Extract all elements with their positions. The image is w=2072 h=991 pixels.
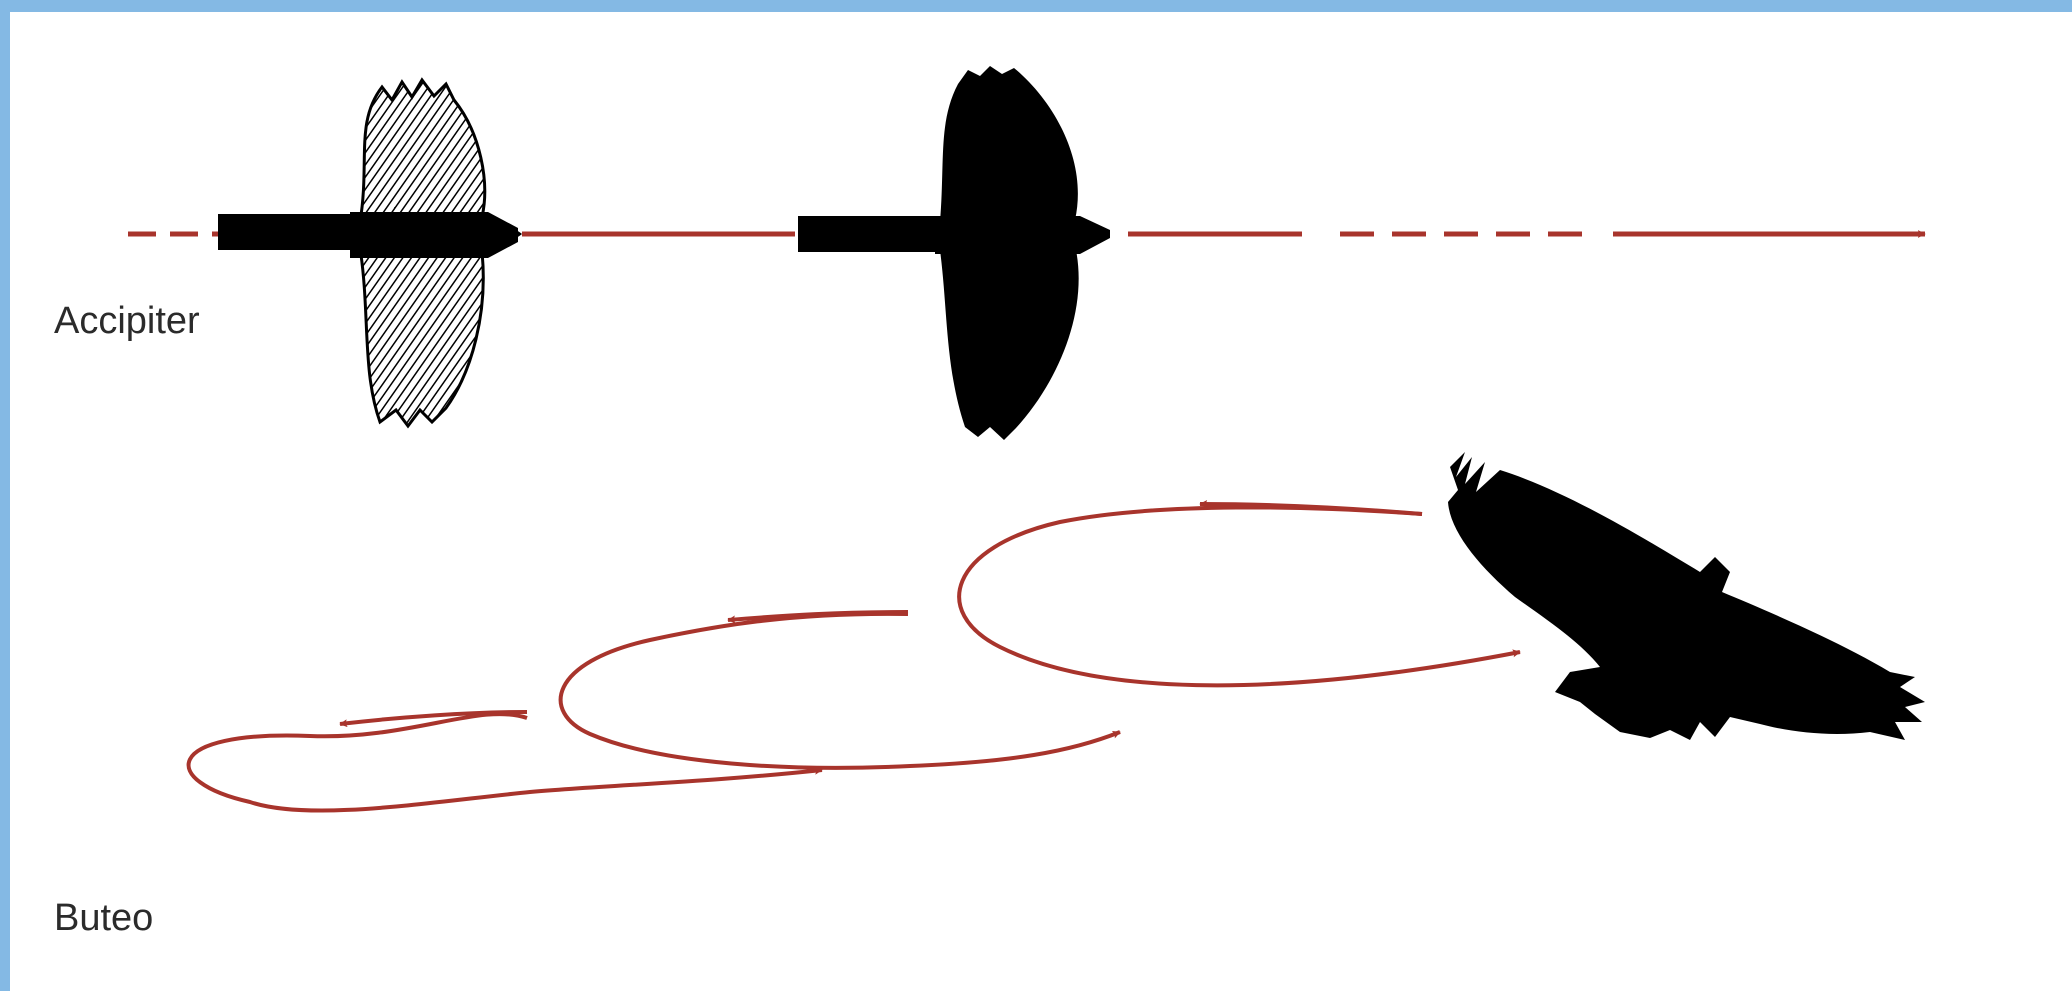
buteo-loop-3: [959, 507, 1520, 685]
flight-pattern-diagram: [10, 12, 2072, 991]
accipiter-flapping-icon: [218, 80, 522, 426]
buteo-flight-path: [189, 504, 1520, 811]
buteo-soaring-icon: [1448, 452, 1925, 740]
buteo-loop-2: [561, 614, 1120, 768]
accipiter-gliding-icon: [798, 66, 1110, 440]
buteo-loop-2-top: [728, 612, 908, 620]
accipiter-label: Accipiter: [54, 302, 200, 340]
diagram-panel: Accipiter Buteo: [10, 12, 2072, 991]
buteo-label: Buteo: [54, 899, 153, 937]
